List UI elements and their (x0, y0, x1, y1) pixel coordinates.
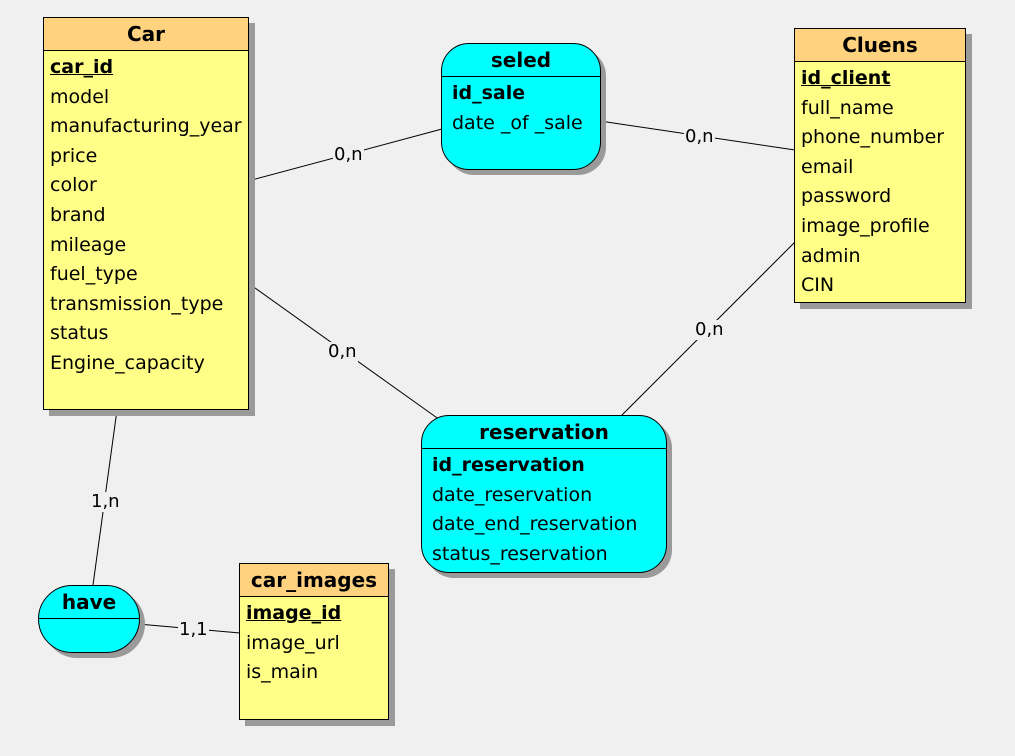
attribute: manufacturing_year (50, 115, 242, 138)
attribute: phone_number (801, 126, 945, 149)
attribute: password (801, 185, 892, 208)
cardinality-have-car-images: 1,1 (178, 619, 209, 640)
attribute: mileage (50, 233, 127, 256)
attribute: is_main (246, 661, 319, 684)
attribute: image_profile (801, 214, 930, 237)
primary-key-attribute: id_client (801, 67, 891, 89)
attribute-list: id_reservation date_reservation date_end… (422, 449, 666, 569)
entity-title: Car (44, 18, 248, 51)
attribute: status_reservation (432, 542, 608, 565)
attribute: date_reservation (432, 483, 593, 506)
cardinality-car-seled: 0,n (333, 144, 364, 165)
relation-key-attribute: id_sale (452, 82, 526, 104)
cardinality-car-have: 1,n (90, 491, 121, 512)
attribute: status (50, 322, 109, 345)
cardinality-car-reservation: 0,n (327, 341, 358, 362)
attribute: admin (801, 244, 861, 267)
attribute: fuel_type (50, 263, 138, 286)
attribute: price (50, 144, 98, 167)
attribute: date _of _sale (452, 111, 583, 134)
relation-seled[interactable]: seled id_sale date _of _sale (441, 43, 601, 170)
entity-title: Cluens (795, 29, 965, 62)
attribute: model (50, 85, 110, 108)
entity-title: car_images (240, 564, 388, 597)
attribute-list: id_sale date _of _sale (442, 77, 600, 138)
cardinality-seled-cluens: 0,n (684, 126, 715, 147)
attribute-list: car_id model manufacturing_year price co… (44, 51, 248, 379)
entity-car-images[interactable]: car_images image_id image_url is_main (239, 563, 389, 720)
primary-key-attribute: car_id (50, 56, 114, 78)
primary-key-attribute: image_id (246, 602, 342, 624)
attribute-list: image_id image_url is_main (240, 597, 388, 688)
relation-title: reservation (422, 416, 666, 449)
attribute: color (50, 174, 97, 197)
attribute: full_name (801, 96, 894, 119)
attribute: brand (50, 203, 106, 226)
attribute: transmission_type (50, 292, 224, 315)
attribute-list: id_client full_name phone_number email p… (795, 62, 965, 301)
attribute: email (801, 155, 854, 178)
attribute: date_end_reservation (432, 513, 638, 536)
relation-title: seled (442, 44, 600, 77)
entity-cluens[interactable]: Cluens id_client full_name phone_number … (794, 28, 966, 303)
cardinality-cluens-reservation: 0,n (694, 319, 725, 340)
attribute: Engine_capacity (50, 351, 205, 374)
relation-reservation[interactable]: reservation id_reservation date_reservat… (421, 415, 667, 573)
relation-title: have (39, 586, 139, 619)
attribute: CIN (801, 274, 835, 297)
relation-have[interactable]: have (38, 585, 140, 653)
relation-key-attribute: id_reservation (432, 454, 585, 476)
entity-car[interactable]: Car car_id model manufacturing_year pric… (43, 17, 249, 410)
attribute: image_url (246, 631, 340, 654)
